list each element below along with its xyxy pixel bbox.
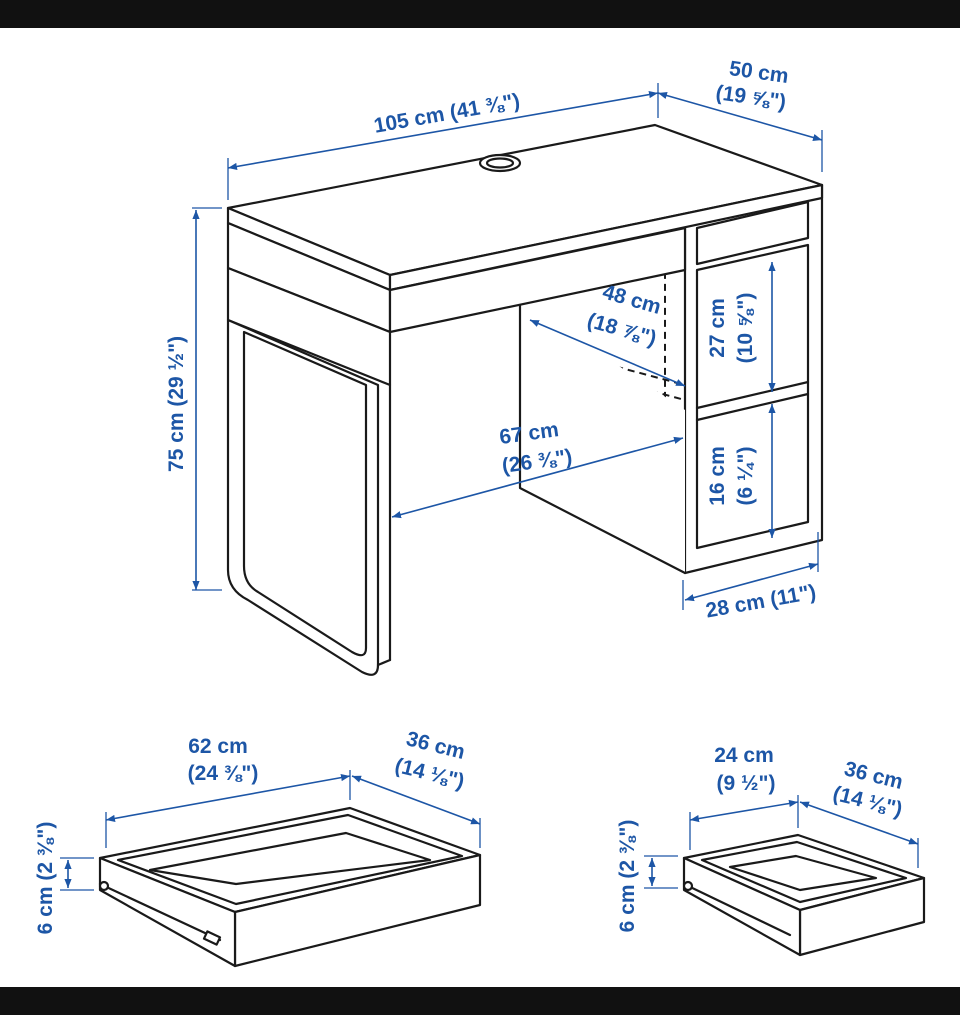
knee-width-dimension-line [391,436,684,519]
depth-dimension-line [657,92,823,141]
small-drawer-inner-rim [700,840,908,904]
large-drawer-width-label-1: 62 cm [188,735,248,758]
large-drawer-runner-end [202,930,222,946]
large-drawer-drawing [98,806,482,968]
desk-drawer-front [388,226,687,334]
small-drawer-drawing [682,833,926,957]
top-black-bar [0,0,960,28]
lower-shelf-label-1: 16 cm [706,446,729,506]
cabinet-width-dimension-line [684,562,819,602]
small-drawer-runner-wheel [682,880,694,892]
large-drawer-runner [98,882,222,942]
small-drawer-width-label-2: (9 ½") [717,772,776,795]
left-leg-foot [376,658,392,667]
cabinet-shelf-opening [695,243,810,550]
cabinet-width-label: 28 cm (11") [704,581,818,623]
cabinet-top-drawer [695,200,810,266]
small-drawer-height-label: 6 cm (2 ⅜") [616,820,639,933]
small-drawer-depth-line [799,801,919,845]
inner-depth-dimension-line [529,319,686,387]
small-drawer-inner-floor [728,854,878,892]
upper-shelf-label-2: (10 ⅝") [734,293,757,364]
desk-height-label: 75 cm (29 ½") [165,336,188,472]
large-drawer-height-label: 6 cm (2 ⅜") [34,822,57,935]
large-drawer-width-label-2: (24 ⅜") [188,762,259,785]
large-drawer-depth-line [351,775,481,825]
bottom-black-bar [0,987,960,1015]
left-leg-inner [242,330,368,657]
small-drawer-width-label-1: 24 cm [714,744,774,767]
large-drawer-width-line [105,774,351,822]
lower-shelf-label-2: (6 ¼") [734,447,757,506]
large-drawer-inner-floor [148,831,432,886]
large-drawer-side [98,856,237,968]
left-leg-frame [226,318,380,676]
upper-shelf-label-1: 27 cm [706,298,729,358]
small-drawer-width-line [689,799,799,823]
desktop-right-edge [388,183,824,292]
small-drawer-runner [682,882,792,937]
width-dimension-line [227,90,659,171]
cabinet-shelf-line [695,392,810,422]
small-drawer-side [682,856,802,957]
large-drawer-runner-wheel [98,880,110,892]
large-drawer-inner-rim [116,813,464,906]
cabinet-shelf-line-2 [695,380,810,410]
desk-drawing [226,123,824,676]
inner-depth-label-1: 48 cm [600,280,664,319]
